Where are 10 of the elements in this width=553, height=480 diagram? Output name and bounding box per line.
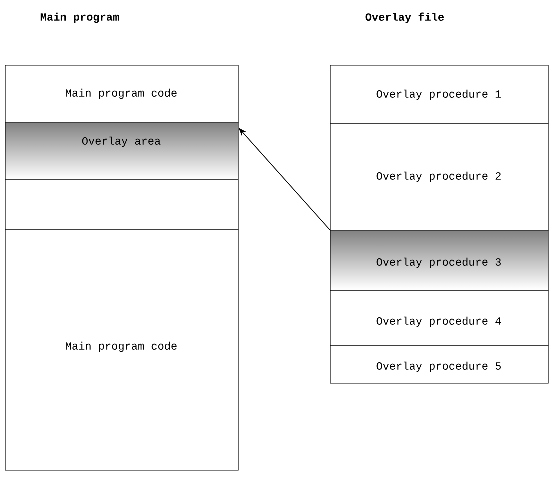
memory-block: Overlay procedure 3 (330, 230, 549, 291)
memory-block: Main program code (5, 65, 239, 123)
memory-block: Overlay area (5, 122, 239, 230)
column-heading: Overlay file (366, 12, 444, 24)
memory-block: Overlay procedure 1 (330, 65, 549, 124)
column-heading: Main program (40, 12, 120, 24)
memory-block: Overlay procedure 2 (330, 123, 549, 231)
memory-block: Main program code (5, 229, 239, 471)
memory-block: Overlay procedure 4 (330, 290, 549, 346)
memory-block: Overlay procedure 5 (330, 345, 549, 384)
